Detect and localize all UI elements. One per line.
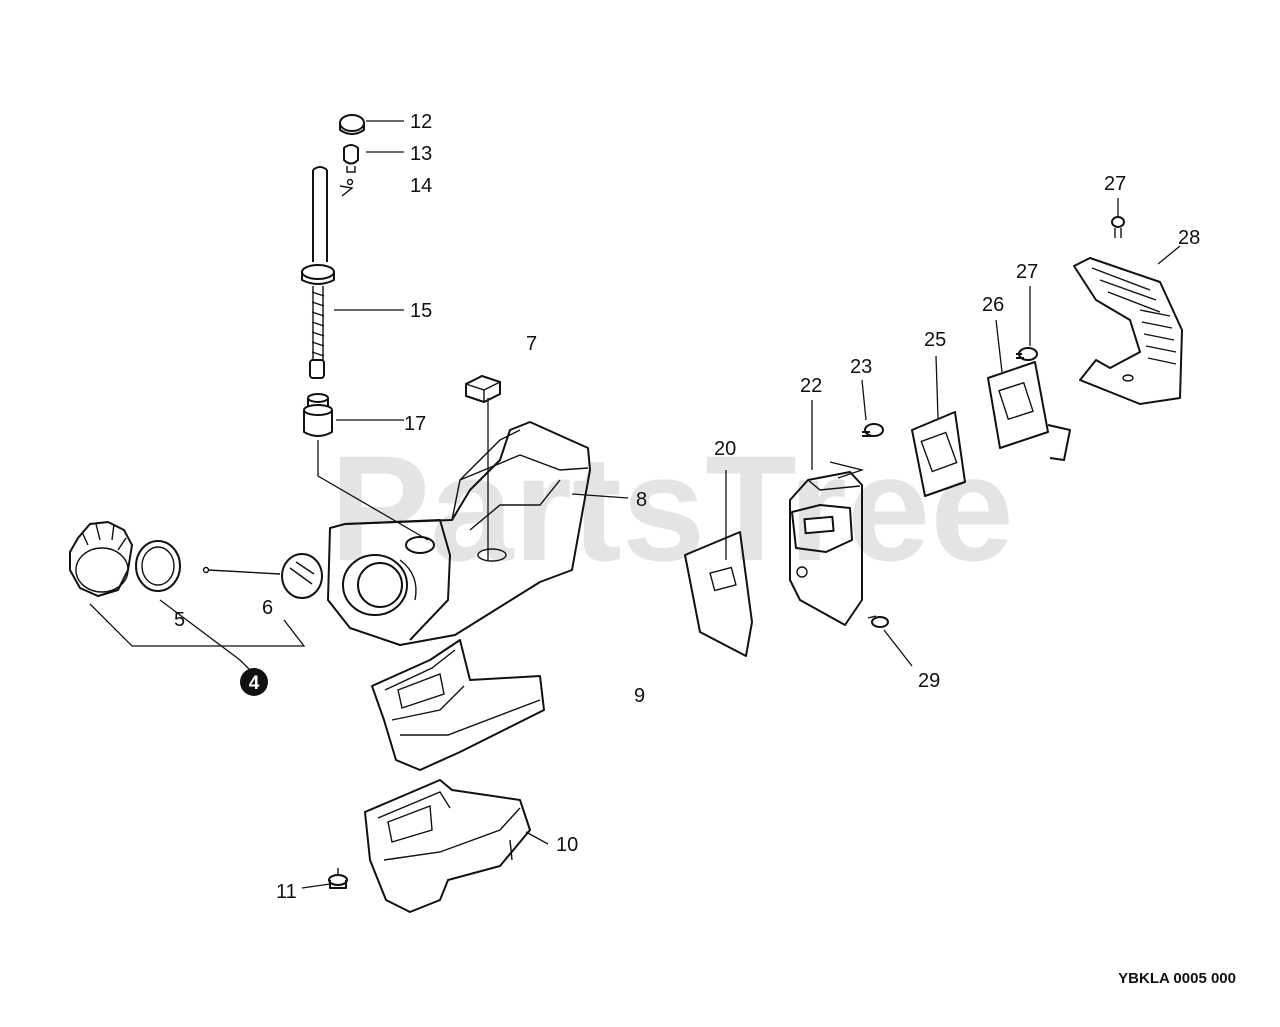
callout-5: 5 [174, 609, 185, 631]
part-6-strap[interactable] [202, 553, 323, 599]
callout-13: 13 [410, 143, 432, 165]
part-12-cap[interactable] [339, 114, 365, 135]
callout-9: 9 [634, 685, 645, 707]
part-5-gasket[interactable] [135, 540, 181, 592]
watermark: PartsTree [330, 424, 1014, 592]
part-11-screw[interactable] [328, 868, 348, 889]
part-8-fuel-tank[interactable] [327, 421, 591, 646]
part-23-bolt[interactable] [862, 423, 884, 437]
part-9-tank-cover[interactable] [371, 639, 545, 771]
callout-10: 10 [556, 834, 578, 856]
callout-23: 23 [850, 356, 872, 378]
part-26-plate[interactable] [987, 361, 1071, 461]
part-7-cushion[interactable] [465, 374, 501, 404]
part-17-fuel-filter[interactable] [303, 393, 333, 437]
part-28-muffler-guard[interactable] [1073, 257, 1183, 405]
callout-22: 22 [800, 375, 822, 397]
callout-4-badge: 4 [240, 668, 268, 696]
diagram-code: YBKLA 0005 000 [1118, 970, 1236, 987]
callouts: 12 13 14 15 17 7 8 5 6 9 10 11 20 22 23 … [174, 111, 1200, 903]
callout-27-lower: 27 [1016, 261, 1038, 283]
callout-6: 6 [262, 597, 273, 619]
part-13-plug[interactable] [343, 144, 359, 173]
part-29-bolt[interactable] [867, 615, 889, 628]
callout-4: 4 [249, 673, 260, 694]
part-27-bolt-a[interactable] [1016, 347, 1038, 361]
part-4-cap-assembly[interactable] [69, 520, 134, 598]
part-20-gasket[interactable] [684, 531, 753, 657]
callout-7: 7 [526, 333, 537, 355]
callout-26: 26 [982, 294, 1004, 316]
leader-lines [89, 120, 1181, 889]
callout-28: 28 [1178, 227, 1200, 249]
callout-29: 29 [918, 670, 940, 692]
callout-25: 25 [924, 329, 946, 351]
part-10-cover[interactable] [364, 779, 531, 913]
part-15-fuel-pipe[interactable] [301, 166, 335, 379]
callout-15: 15 [410, 300, 432, 322]
part-27-bolt-b[interactable] [1111, 216, 1125, 238]
callout-12: 12 [410, 111, 432, 133]
callout-8: 8 [636, 489, 647, 511]
part-25-gasket[interactable] [911, 411, 966, 497]
part-14-clip[interactable] [339, 178, 354, 197]
callout-20: 20 [714, 438, 736, 460]
callout-11: 11 [276, 881, 297, 903]
callout-14: 14 [410, 175, 432, 197]
callout-27-upper: 27 [1104, 173, 1126, 195]
part-22-muffler[interactable] [789, 471, 863, 626]
callout-17: 17 [404, 413, 426, 435]
